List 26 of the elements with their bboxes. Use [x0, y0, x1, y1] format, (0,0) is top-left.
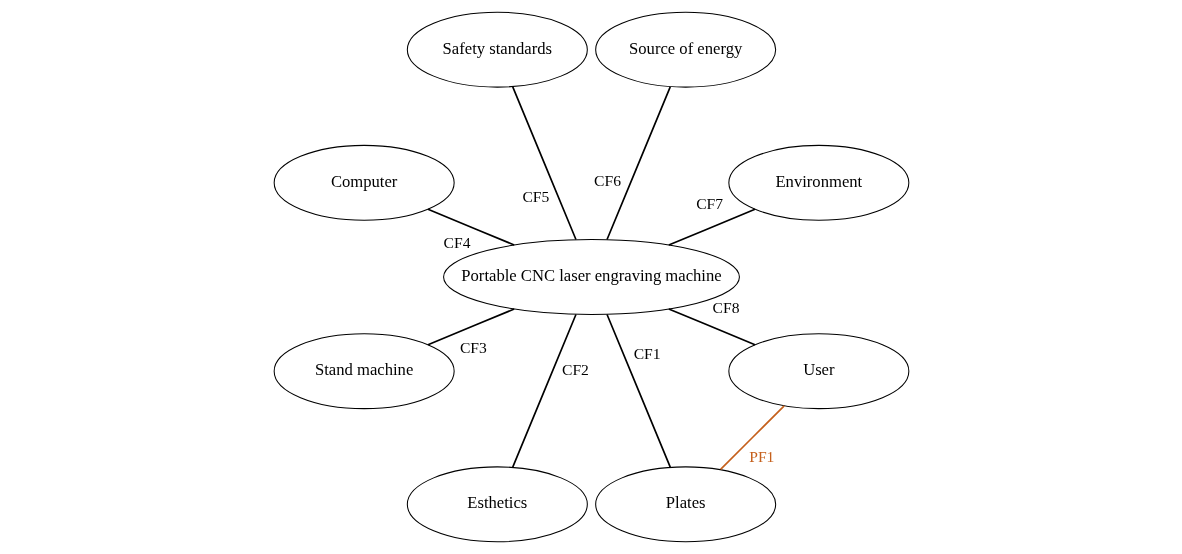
node-ellipse: Plates	[594, 466, 776, 543]
edge-label: CF5	[521, 188, 549, 206]
connector	[511, 313, 577, 468]
edge-label: CF1	[633, 345, 661, 362]
edge-label: CF3	[459, 338, 487, 356]
connector	[511, 86, 577, 241]
edge-label: CF6	[593, 171, 621, 189]
connector	[426, 308, 515, 346]
node-ellipse: Safety standards	[406, 11, 588, 88]
node-ellipse: Computer	[273, 144, 455, 221]
edge-label: PF1	[748, 448, 774, 466]
connector	[667, 208, 756, 246]
connector	[719, 405, 785, 471]
edge-label: CF8	[712, 299, 739, 317]
node-ellipse: Esthetics	[406, 466, 588, 543]
connector	[426, 208, 515, 246]
edge-label: CF7	[695, 194, 723, 212]
connector	[667, 308, 756, 346]
edge-label: CF4	[443, 234, 470, 252]
node-ellipse: User	[727, 333, 909, 410]
node-ellipse: Environment	[727, 144, 909, 221]
edge-label: CF2	[561, 361, 589, 379]
node-ellipse: Stand machine	[273, 333, 455, 410]
connector	[605, 86, 671, 241]
node-ellipse: Source of energy	[594, 11, 776, 88]
connector	[605, 313, 671, 468]
